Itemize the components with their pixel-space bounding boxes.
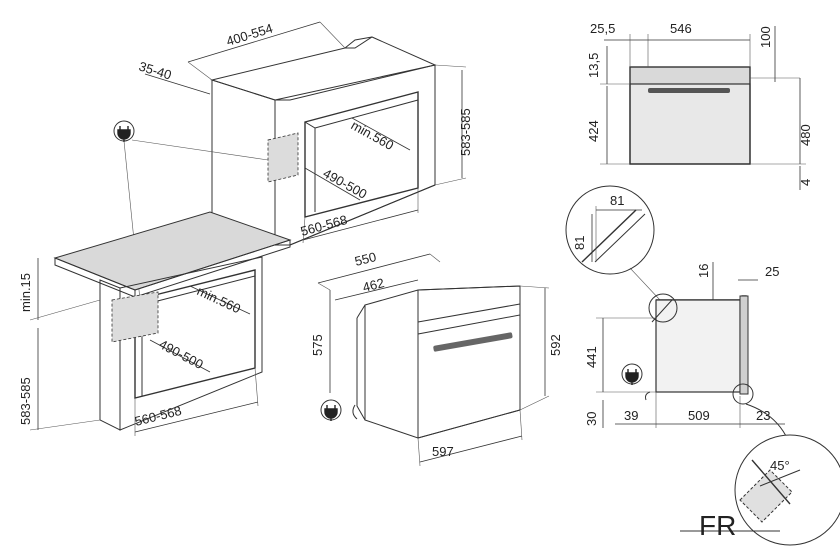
base-cabinet [53,211,292,431]
side-view-dims: 16 25 441 30 39 509 23 [584,262,789,441]
front-width-label: 546 [670,21,692,36]
angle-detail: 45° [734,434,840,546]
side-back-label: 39 [624,408,638,423]
socket-area-upper [267,132,299,183]
front-bottom-label: 4 [798,179,813,186]
front-height-total-label: 480 [798,124,813,146]
oven-width-label: 597 [432,444,454,459]
front-view-dims: 25,5 546 13,5 424 100 480 4 [586,21,813,190]
detail-b-label: 81 [572,236,587,250]
electric-plug-icon [117,126,131,142]
side-detail-circle: 81 81 [565,185,661,301]
side-top-label: 16 [696,264,711,278]
base-top-gap-label: min.15 [18,273,33,312]
side-foot-label: 30 [584,412,599,426]
brand-logo: FR [680,510,780,541]
oven-front-view [629,66,751,165]
plug-icon-oven [320,399,342,421]
front-door-height-label: 424 [586,120,601,142]
side-handle-label: 25 [765,264,779,279]
side-front-label: 23 [756,408,770,423]
front-side-label: 25,5 [590,21,615,36]
base-diag-label: 490-500 [157,336,206,372]
front-handle [648,88,730,93]
logo-text: FR [699,510,736,541]
plug-icon-upper [113,120,269,301]
oven-height-total-label: 592 [548,334,563,356]
base-inner-depth-label: min.560 [195,283,243,316]
oven-handle [433,332,513,352]
base-height-label: 583-585 [18,377,33,425]
oven-depth-label: 550 [353,249,378,269]
oven-height-body-label: 575 [310,334,325,356]
tall-depth-label: 400-554 [224,21,274,49]
tall-cabinet [210,36,437,246]
oven-3d [352,285,521,439]
side-height-label: 441 [584,346,599,368]
front-panel-label: 13,5 [586,53,601,78]
electric-plug-icon [625,369,639,385]
oven-dims: 550 462 575 592 597 [310,249,563,467]
oven-side-view [645,293,754,405]
detail-a-label: 81 [610,193,624,208]
tall-height-label: 583-585 [458,108,473,156]
plug-icon-side [621,363,643,385]
tall-inner-depth-label: min.560 [349,118,397,154]
socket-area-lower [111,291,159,343]
tall-offset-label: 35-40 [137,59,173,83]
base-width-label: 560-568 [133,403,183,429]
oven-depth-body-label: 462 [361,275,386,295]
tall-diag-label: 490-500 [321,166,370,202]
angle-label: 45° [770,458,790,473]
electric-plug-icon [324,405,338,421]
front-top-label: 100 [758,26,773,48]
side-depth-label: 509 [688,408,710,423]
